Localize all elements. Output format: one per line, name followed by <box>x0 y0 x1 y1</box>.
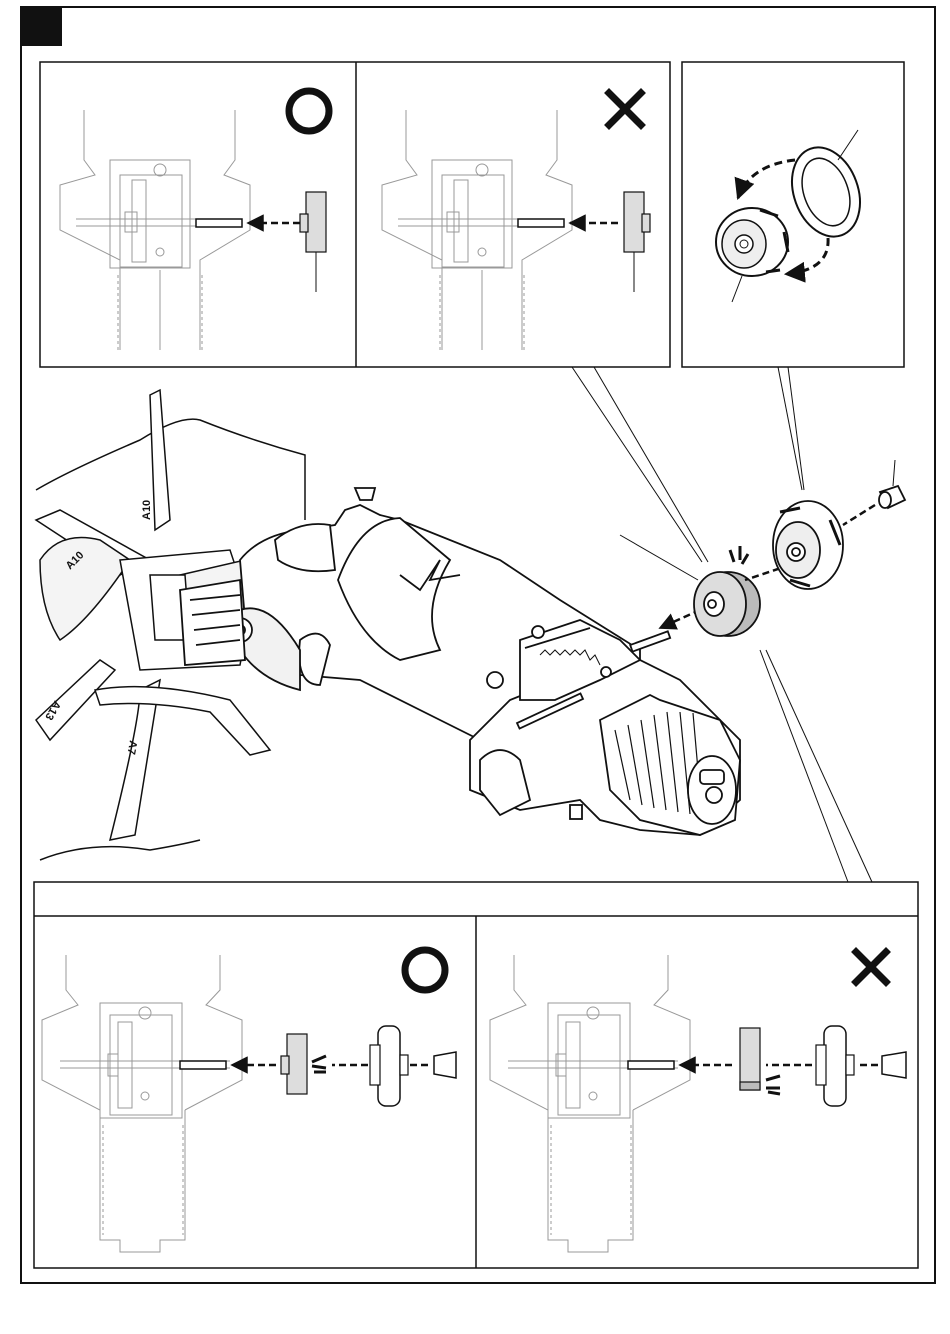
bottom-correct-stack <box>180 1026 456 1106</box>
circle-correct-icon <box>289 91 329 131</box>
tire-detail-panel <box>682 62 904 367</box>
circle-correct-icon <box>405 950 445 990</box>
bottom-panel-frame <box>34 882 918 1268</box>
label-a10-upper: A10 <box>141 500 153 520</box>
bottom-wrong-stack <box>628 1026 906 1106</box>
bottom-correct-chassis <box>42 955 242 1252</box>
top-wrong-shaft <box>518 192 650 292</box>
top-panel-frame <box>40 62 670 367</box>
label-a7: A7 <box>125 739 139 755</box>
top-correct-shaft <box>196 192 326 292</box>
top-correct-chassis <box>60 110 250 350</box>
bottom-wrong-chassis <box>490 955 690 1252</box>
cross-wrong-icon <box>856 952 886 982</box>
cross-wrong-icon <box>609 93 641 125</box>
top-wrong-chassis <box>382 110 572 350</box>
axle-and-wheel-parts <box>620 460 905 652</box>
